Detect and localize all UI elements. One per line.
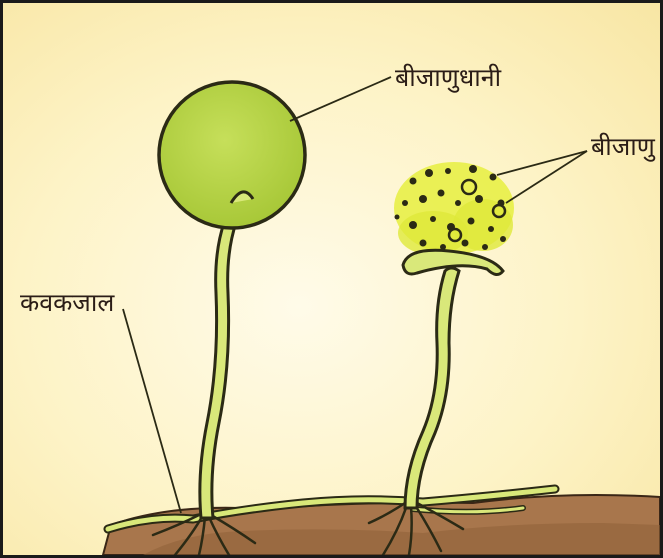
sporangium bbox=[159, 82, 305, 228]
pointer-spore-2 bbox=[506, 151, 587, 203]
diagram-art bbox=[3, 3, 660, 555]
pointer-mycelium bbox=[123, 309, 181, 513]
sporangiophore-left bbox=[200, 192, 249, 519]
label-spores: बीजाणु bbox=[591, 134, 655, 159]
pointer-sporangium bbox=[290, 77, 391, 121]
label-mycelium: कवकजाल bbox=[20, 290, 114, 315]
pointer-spore-1 bbox=[497, 151, 587, 175]
sporangiophore-right bbox=[405, 268, 459, 508]
label-sporangium: बीजाणुधानी bbox=[395, 65, 501, 90]
